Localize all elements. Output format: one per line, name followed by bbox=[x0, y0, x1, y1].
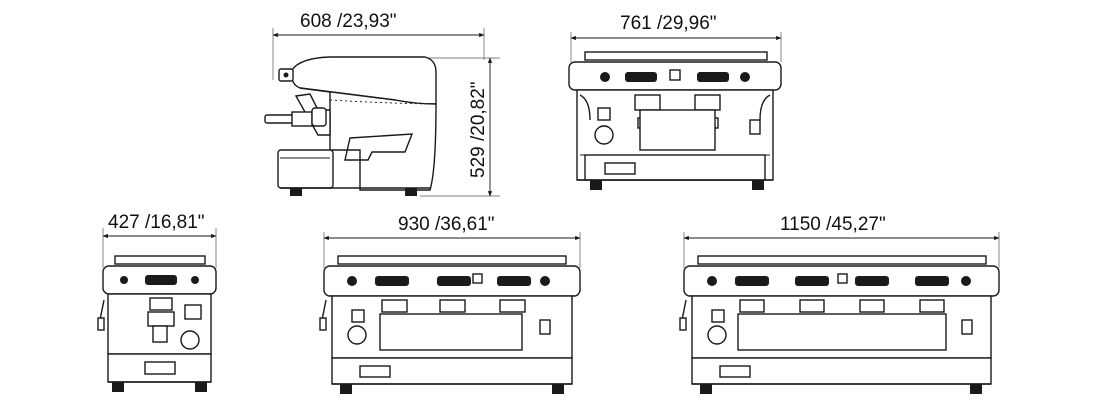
height-label: 529 /20,82" bbox=[468, 81, 489, 178]
front-view-1-group: 427 /16,81" bbox=[97, 212, 217, 392]
front-width-2gr-label: 761 /29,96" bbox=[620, 13, 717, 34]
front-view-2-group: 761 /29,96" bbox=[568, 13, 782, 190]
side-depth-label: 608 /23,93" bbox=[300, 11, 397, 32]
front-view-3-group: 930 /36,61" bbox=[319, 214, 581, 394]
front-view-4-group: 1150 /45,27" bbox=[679, 214, 1000, 394]
front-width-1gr-label: 427 /16,81" bbox=[108, 212, 205, 233]
front-width-4gr-label: 1150 /45,27" bbox=[780, 214, 886, 235]
side-view: 608 /23,93" 529 /20,82" bbox=[264, 11, 500, 197]
front-width-3gr-label: 930 /36,61" bbox=[398, 214, 495, 235]
